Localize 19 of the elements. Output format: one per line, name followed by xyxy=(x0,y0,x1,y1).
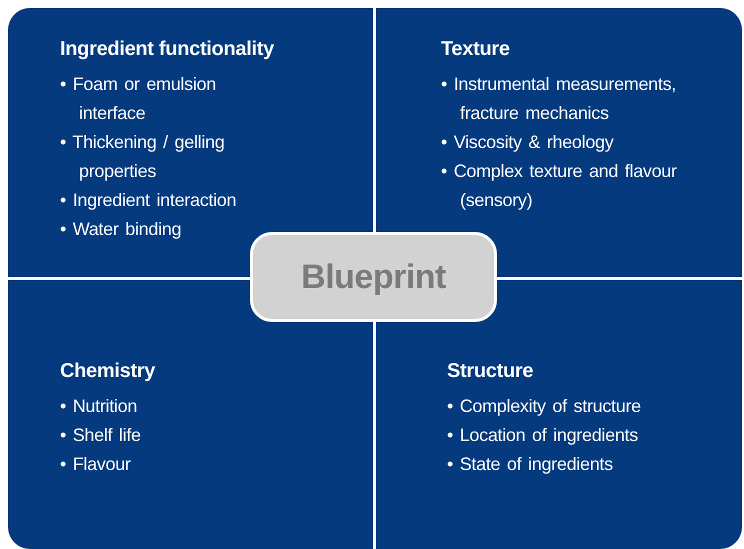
bullet-item: • Nutrition xyxy=(60,395,138,418)
bullet-item: • Shelf life xyxy=(60,424,142,447)
center-title: Blueprint xyxy=(301,258,446,296)
bullet-item: • Complex texture and flavour (sensory) xyxy=(441,160,678,212)
center-pill xyxy=(250,232,497,322)
bullet-item: • Flavour xyxy=(60,453,132,476)
panel-heading: Ingredient functionality xyxy=(60,38,274,61)
panel-heading: Structure xyxy=(447,360,534,383)
bullet-item: • Complexity of structure xyxy=(447,395,642,418)
bullet-item: • Water binding xyxy=(60,218,182,241)
panel-heading: Texture xyxy=(441,38,510,61)
bullet-item: • Ingredient interaction xyxy=(60,189,238,212)
bullet-item: • Instrumental measurements, fracture mechanics xyxy=(441,73,677,125)
bullet-item: • Location of ingredients xyxy=(447,424,639,447)
bullet-item: • State of ingredients xyxy=(447,453,614,476)
bullet-item: • Thickening / gelling properties xyxy=(60,131,226,183)
bullet-item: • Viscosity & rheology xyxy=(441,131,615,154)
bullet-item: • Foam or emulsion interface xyxy=(60,73,217,125)
panel-heading: Chemistry xyxy=(60,360,156,383)
